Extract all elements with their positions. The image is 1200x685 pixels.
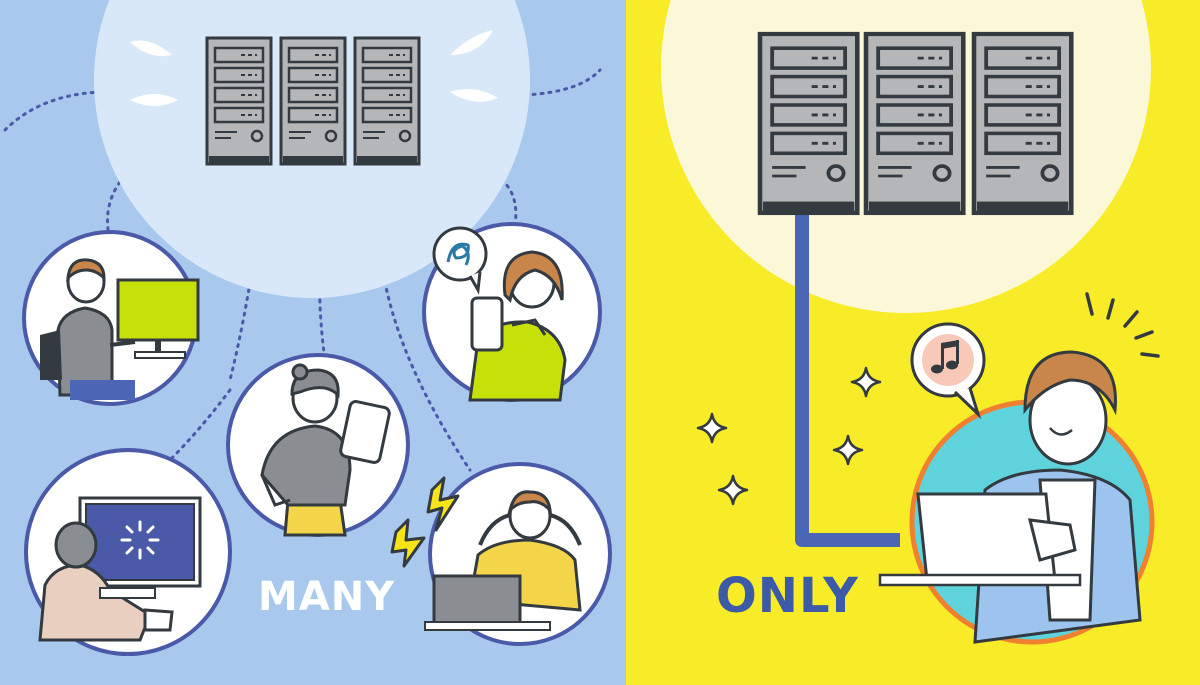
sweat-drop xyxy=(450,89,498,102)
server-icon xyxy=(353,36,421,166)
lightning-icon xyxy=(390,518,426,568)
speech-bubble xyxy=(432,226,488,282)
server-icon xyxy=(760,34,857,213)
sweat-drop xyxy=(130,94,178,106)
frustrated-user-phone xyxy=(422,222,602,402)
server-icon xyxy=(866,34,963,213)
excitement-lines xyxy=(1085,292,1160,358)
scribble-icon xyxy=(446,242,470,266)
confused-user-tablet xyxy=(226,353,410,537)
waiting-user-loading-monitor xyxy=(24,448,232,656)
stressed-user-green-monitor xyxy=(22,230,200,406)
spinner-icon xyxy=(120,520,160,560)
server-icon xyxy=(974,34,1071,213)
many-label: MANY xyxy=(258,574,396,620)
lightning-icon xyxy=(426,476,460,532)
happy-user-laptop xyxy=(878,350,1155,645)
sweat-drop xyxy=(450,30,493,55)
network-cable xyxy=(795,205,900,547)
panicking-user-laptop xyxy=(424,462,612,646)
sweat-drop xyxy=(130,40,172,57)
music-note-icon xyxy=(931,340,959,374)
music-speech-bubble xyxy=(910,322,986,420)
server-icon xyxy=(205,36,273,166)
server-icon xyxy=(279,36,347,166)
only-label: ONLY xyxy=(716,568,859,624)
